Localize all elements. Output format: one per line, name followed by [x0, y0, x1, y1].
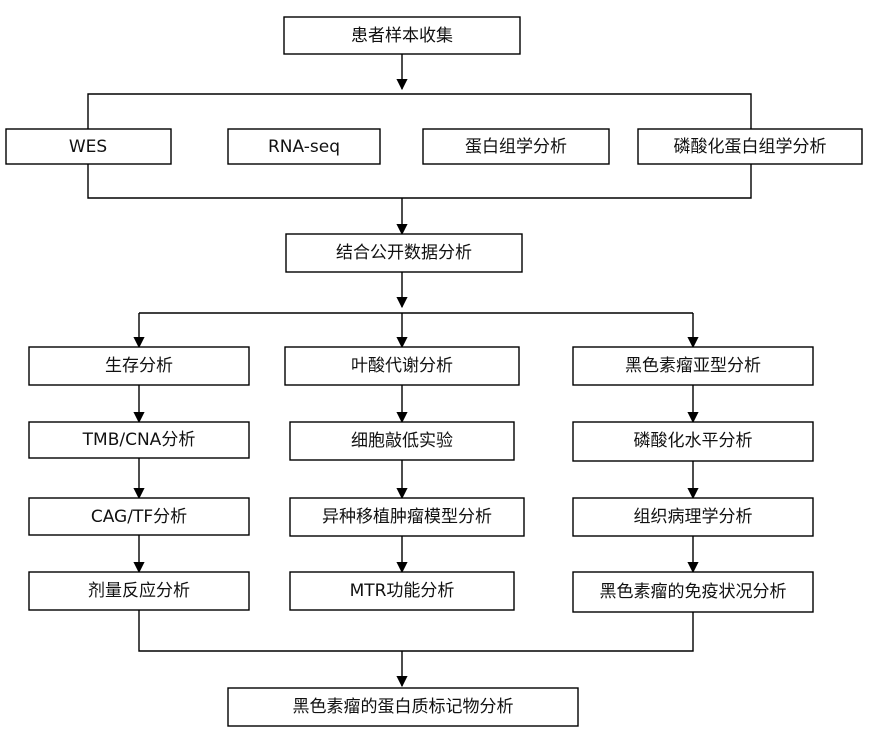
node-label: 黑色素瘤的免疫状况分析 — [600, 582, 787, 602]
node-rna-seq: RNA-seq — [227, 128, 381, 165]
node-label: 患者样本收集 — [351, 26, 453, 46]
node-public-data-analysis: 结合公开数据分析 — [285, 233, 523, 273]
node-label: 结合公开数据分析 — [336, 243, 472, 263]
node-label: 蛋白组学分析 — [465, 137, 567, 157]
node-survival-analysis: 生存分析 — [28, 346, 250, 386]
node-histopathology-analysis: 组织病理学分析 — [572, 497, 814, 537]
node-dose-response-analysis: 剂量反应分析 — [28, 571, 250, 611]
node-xenograft-model-analysis: 异种移植肿瘤模型分析 — [289, 497, 525, 537]
node-label: RNA-seq — [268, 137, 340, 157]
bracket-bottom-sources — [87, 164, 752, 199]
connectors — [87, 54, 752, 688]
node-immune-status-analysis: 黑色素瘤的免疫状况分析 — [572, 571, 814, 613]
node-phosphorylation-level-analysis: 磷酸化水平分析 — [572, 421, 814, 462]
node-label: 磷酸化蛋白组学分析 — [674, 137, 827, 157]
bracket-top-sources — [87, 93, 752, 129]
node-label: 剂量反应分析 — [88, 581, 190, 601]
node-proteomics: 蛋白组学分析 — [422, 128, 610, 165]
node-label: WES — [69, 137, 107, 157]
bracket-merge — [138, 610, 694, 652]
node-folate-metabolism-analysis: 叶酸代谢分析 — [284, 346, 520, 386]
node-label: 叶酸代谢分析 — [351, 356, 453, 376]
node-phosphoproteomics: 磷酸化蛋白组学分析 — [637, 128, 863, 165]
node-melanoma-subtype-analysis: 黑色素瘤亚型分析 — [572, 346, 814, 386]
node-wes: WES — [5, 128, 172, 165]
node-label: CAG/TF分析 — [91, 507, 187, 527]
node-cag-tf-analysis: CAG/TF分析 — [28, 497, 250, 536]
node-label: 黑色素瘤的蛋白质标记物分析 — [293, 697, 514, 717]
node-mtr-function-analysis: MTR功能分析 — [289, 571, 515, 611]
node-cell-knockdown-experiment: 细胞敲低实验 — [289, 421, 515, 461]
node-label: 生存分析 — [105, 356, 173, 376]
node-label: MTR功能分析 — [350, 581, 455, 601]
node-label: 细胞敲低实验 — [351, 431, 453, 451]
node-label: TMB/CNA分析 — [82, 430, 196, 450]
node-tmb-cna-analysis: TMB/CNA分析 — [28, 421, 250, 459]
node-protein-biomarker-analysis: 黑色素瘤的蛋白质标记物分析 — [227, 687, 579, 727]
node-patient-sample-collection: 患者样本收集 — [283, 16, 521, 55]
node-label: 组织病理学分析 — [634, 507, 753, 527]
node-label: 黑色素瘤亚型分析 — [625, 356, 761, 376]
node-label: 异种移植肿瘤模型分析 — [322, 507, 492, 527]
node-label: 磷酸化水平分析 — [634, 431, 753, 451]
